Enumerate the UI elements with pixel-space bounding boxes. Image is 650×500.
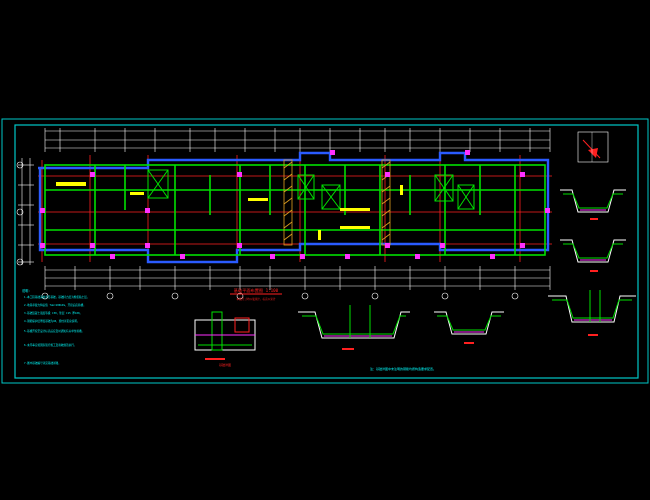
- north-arrow-icon: [577, 131, 609, 163]
- note-line-1: 1.本工程基础采用条形基础，基础持力层为粉质粘土层。: [24, 295, 89, 299]
- note-line-6: 6.未尽事宜按国家现行施工及验收规范执行。: [24, 343, 76, 347]
- plan-subtitle: 本图尺寸均以毫米计，标高以米计: [237, 297, 276, 301]
- section-detail-right-3: [548, 290, 636, 336]
- note-line-3: 3.基础混凝土强度等级 C30，垫层 C15 厚100。: [24, 311, 82, 315]
- notes-heading: 说明：: [22, 288, 32, 293]
- stair-cores: [147, 169, 475, 210]
- magenta-columns: [40, 150, 550, 259]
- section-detail-right-2: [560, 239, 626, 272]
- section-detail-bottom-2: [434, 311, 504, 344]
- detail-title: 基础详图: [219, 362, 231, 367]
- drawing-frame: [1, 118, 649, 384]
- section-detail-bottom-1: [298, 305, 410, 350]
- left-dimension-lines: [18, 158, 34, 265]
- pile-cap-detail: [194, 311, 256, 360]
- hatched-walls: [283, 159, 391, 246]
- axis-bubbles: [16, 161, 519, 300]
- top-dimension-ticks: [44, 128, 551, 152]
- yellow-elements: [56, 182, 403, 240]
- note-line-5: 5.基槽开挖至设计标高后应及时通知有关单位验槽。: [24, 329, 84, 333]
- bottom-note: 注：基础详图中未注明的钢筋均按构造要求配置。: [370, 366, 436, 371]
- green-walls: [44, 164, 546, 256]
- foundation-plan: 基础平面布置图 1:100 本图尺寸均以毫米计，标高以米计: [16, 128, 552, 301]
- note-line-4: 4.钢筋保护层厚度基础为40，梁柱详见总说明。: [24, 319, 80, 323]
- blue-beam-outline: [38, 151, 550, 264]
- bottom-dimension-lines: [45, 269, 550, 287]
- red-axis-lines: [38, 155, 552, 262]
- note-line-7: 7.图中基础编号详见基础详图。: [24, 361, 61, 365]
- note-line-2: 2.地基承载力特征值 fak=180kPa，开挖后应验槽。: [24, 303, 86, 307]
- plan-title: 基础平面布置图 1:100: [234, 287, 279, 294]
- plan-title-block: 基础平面布置图 1:100 本图尺寸均以毫米计，标高以米计: [230, 287, 282, 301]
- notes-block: 说明： 1.本工程基础采用条形基础，基础持力层为粉质粘土层。 2.地基承载力特征…: [22, 288, 89, 365]
- top-dimension-lines: [45, 130, 550, 149]
- section-detail-right-1: [560, 189, 626, 220]
- bottom-dimension-ticks: [44, 266, 551, 290]
